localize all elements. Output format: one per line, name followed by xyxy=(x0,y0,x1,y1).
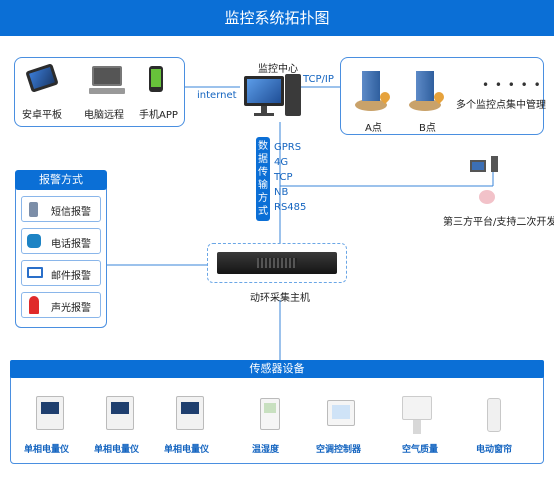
site-b-base xyxy=(409,99,441,111)
power-meter-3-icon xyxy=(176,396,204,430)
host-frame xyxy=(207,243,347,283)
sensor-label-curtain: 电动窗帘 xyxy=(476,445,513,455)
sensor-devices-title: 传感器设备 xyxy=(10,360,544,378)
client-label-tablet: 安卓平板 xyxy=(22,110,62,121)
sensor-label-meter-1: 单相电量仪 xyxy=(24,445,70,455)
site-b-label: B点 xyxy=(419,123,436,134)
monitoring-center-label: 监控中心 xyxy=(258,64,298,75)
tcpip-link-label: TCP/IP xyxy=(303,74,334,85)
air-quality-probe xyxy=(413,420,421,434)
client-label-phone: 手机APP xyxy=(139,110,178,121)
desktop-computer-icon xyxy=(244,76,284,106)
protocol-tcp: TCP xyxy=(274,172,293,183)
laptop-base xyxy=(89,88,125,94)
sms-phone-icon xyxy=(29,202,38,217)
alarm-label-phone: 电话报警 xyxy=(51,239,91,250)
transmission-char-1: 据 xyxy=(258,154,268,165)
protocol-nb: NB xyxy=(274,187,289,198)
transmission-char-3: 输 xyxy=(258,180,268,191)
alarm-label-sms: 短信报警 xyxy=(51,207,91,218)
site-a-label: A点 xyxy=(365,123,382,134)
building-a-icon xyxy=(362,71,380,101)
collection-host-label: 动环采集主机 xyxy=(250,293,310,304)
alarm-label-light: 声光报警 xyxy=(51,303,91,314)
transmission-title: 数 据 传 输 方 式 xyxy=(256,137,270,221)
pc-monitor-icon xyxy=(470,160,486,172)
protocol-list: GPRS 4G TCP NB RS485 xyxy=(274,140,306,215)
building-b-icon xyxy=(416,71,434,101)
title-bar xyxy=(0,0,554,36)
ac-controller-icon xyxy=(327,400,355,426)
air-quality-sensor-icon xyxy=(402,396,432,420)
sensor-label-ac-controller: 空调控制器 xyxy=(316,445,362,455)
phone-icon xyxy=(149,66,163,92)
protocol-gprs: GPRS xyxy=(274,142,302,153)
envelope-icon xyxy=(27,267,43,278)
transmission-char-5: 式 xyxy=(258,206,268,217)
transmission-char-2: 传 xyxy=(258,167,268,178)
alarm-methods-title: 报警方式 xyxy=(15,170,107,190)
computer-tower xyxy=(285,74,301,116)
power-meter-1-icon xyxy=(36,396,64,430)
site-a-base xyxy=(355,99,387,111)
protocol-4g: 4G xyxy=(274,157,289,168)
cloud-icon xyxy=(479,190,495,204)
pc-tower-icon xyxy=(491,156,498,172)
transmission-char-4: 方 xyxy=(258,193,268,204)
alarm-label-email: 邮件报警 xyxy=(51,271,91,282)
monitor-stand xyxy=(261,106,267,114)
telephone-icon xyxy=(27,234,41,248)
internet-link-label: internet xyxy=(197,90,237,101)
sensor-label-air-quality: 空气质量 xyxy=(402,445,439,455)
transmission-char-0: 数 xyxy=(258,141,268,152)
sensor-label-meter-3: 单相电量仪 xyxy=(164,445,210,455)
third-party-label: 第三方平台/支持二次开发 xyxy=(443,217,554,228)
laptop-icon xyxy=(92,66,122,86)
client-label-laptop: 电脑远程 xyxy=(84,110,124,121)
page-title: 监控系统拓扑图 xyxy=(224,9,330,27)
more-sites-dots: • • • • • xyxy=(482,78,542,92)
temp-humidity-sensor-icon xyxy=(260,398,280,430)
host-vent xyxy=(257,258,297,268)
electric-curtain-icon xyxy=(487,398,501,432)
more-sites-label: 多个监控点集中管理 xyxy=(456,100,546,111)
protocol-rs485: RS485 xyxy=(274,202,307,213)
monitor-foot xyxy=(254,113,274,116)
sensor-label-meter-2: 单相电量仪 xyxy=(94,445,140,455)
alarm-light-icon xyxy=(29,296,39,314)
sensor-label-temp-humidity: 温湿度 xyxy=(252,445,280,455)
power-meter-2-icon xyxy=(106,396,134,430)
